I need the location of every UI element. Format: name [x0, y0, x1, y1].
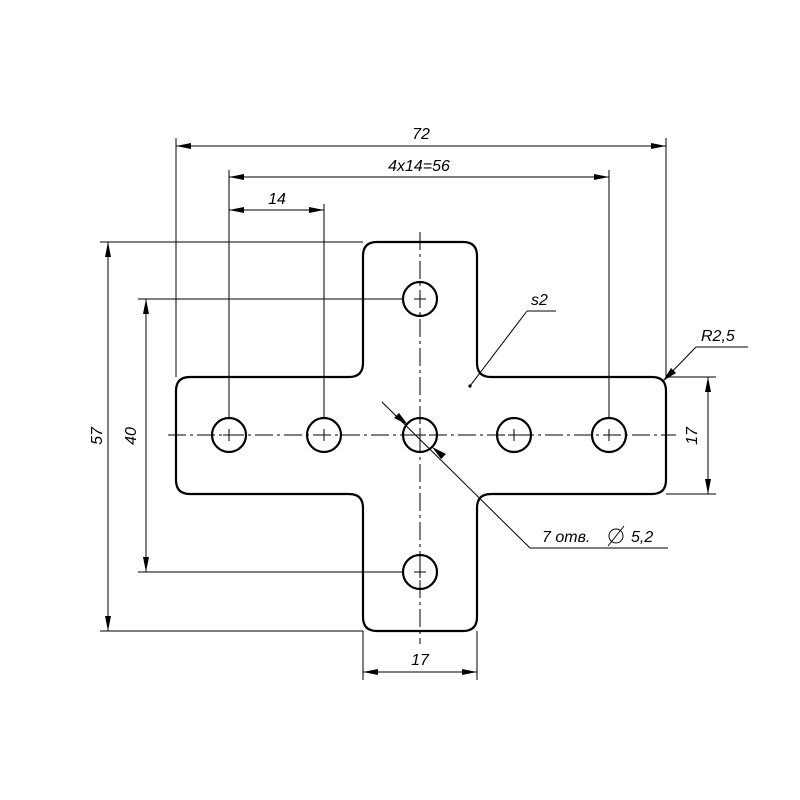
holes-count-label: 7 отв.: [542, 529, 590, 546]
corner-radius-label: R2,5: [701, 328, 735, 345]
diameter-symbol-icon: [607, 525, 625, 547]
hole-top: [401, 280, 439, 318]
dimension-overall-height: 57: [89, 241, 363, 632]
annotation-thickness: s2: [468, 292, 556, 388]
dimension-bottom-arm-width-label: 17: [411, 652, 430, 669]
part-outline: [174, 240, 668, 633]
dimension-overall-height-label: 57: [89, 426, 106, 445]
dimension-vertical-hole-span: 40: [123, 298, 403, 573]
hole-right-inner: [495, 416, 533, 454]
dimension-single-pitch-label: 14: [268, 191, 286, 208]
dimension-overall-width-label: 72: [412, 126, 430, 143]
annotation-holes: 7 отв. 5,2: [381, 401, 668, 549]
dimension-right-arm-width-label: 17: [684, 426, 701, 445]
annotation-corner-radius: R2,5: [662, 328, 748, 382]
holes-diameter-label: 5,2: [631, 529, 653, 546]
dimension-right-arm-width: 17: [666, 376, 716, 495]
dimension-single-pitch: 14: [229, 191, 325, 418]
dimension-bottom-arm-width: 17: [362, 631, 478, 680]
dimension-hole-pitch: 4x14=56: [228, 158, 610, 418]
dimension-overall-width: 72: [175, 126, 667, 377]
dimension-vertical-hole-span-label: 40: [123, 427, 140, 445]
thickness-label: s2: [531, 292, 548, 309]
dimension-hole-pitch-label: 4x14=56: [388, 158, 450, 175]
